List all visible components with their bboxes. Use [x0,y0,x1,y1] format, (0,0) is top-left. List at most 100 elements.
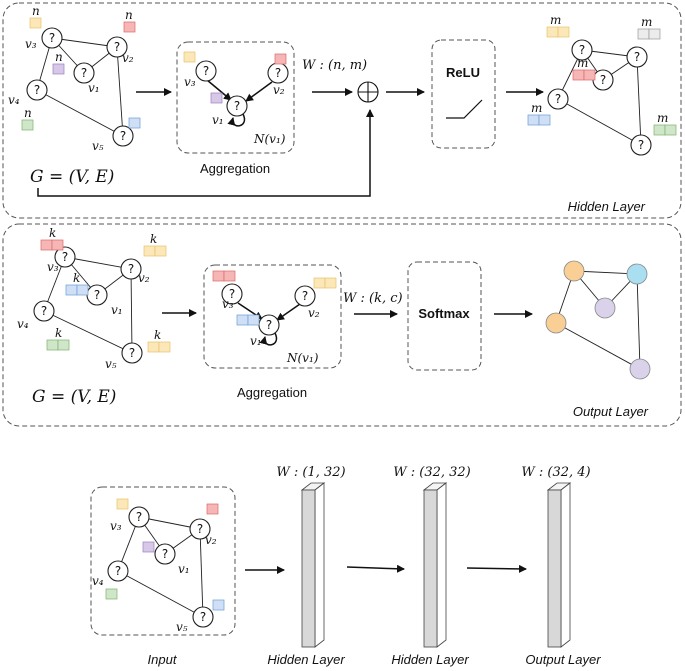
output-input-graph: ? ? ? ? ? v₃ v₂ v₁ v₄ v₅ k k k k k [17,226,171,371]
label-v1: v₁ [88,81,100,95]
layer-block-1 [300,482,326,648]
svg-text:?: ? [234,99,240,113]
svg-text:?: ? [275,66,281,80]
neighborhood-label: N(v₁) [286,351,319,365]
svg-text:v₅: v₅ [105,357,117,371]
aggregation-caption: Aggregation [237,385,307,400]
svg-text:?: ? [634,50,640,64]
svg-text:?: ? [120,129,126,143]
class-node-purple [594,297,616,319]
svg-text:m: m [531,101,542,115]
graph-caption: G = (V, E) [30,167,114,187]
svg-text:v₅: v₅ [176,620,188,634]
graph-node-v5: ? [112,125,134,147]
svg-text:?: ? [129,346,135,360]
graph-node-v3: ? [41,27,63,49]
skip-connection-arrow [37,109,374,197]
hidden-layer-title: Hidden Layer [568,199,646,214]
svg-text:v₁: v₁ [178,562,190,576]
aggregation-caption: Aggregation [200,161,270,176]
input-graph-box [90,486,236,636]
relu-box [431,39,496,149]
svg-text:v₃: v₃ [47,260,59,274]
svg-text:v₁: v₁ [111,303,123,317]
svg-text:?: ? [197,522,203,536]
svg-text:v₁: v₁ [212,113,224,127]
svg-text:m: m [550,13,561,27]
svg-text:v₃: v₃ [110,519,122,533]
hidden-output-graph: ? ? ? ? ? m m m m m [527,13,677,156]
input-label: Input [148,652,178,667]
svg-text:?: ? [600,73,606,87]
svg-text:v₄: v₄ [92,574,104,588]
svg-text:v₂: v₂ [273,83,285,97]
class-node-blue [626,263,648,285]
feature-box-green [21,119,34,131]
layer-weight-2: W : (32, 32) [393,465,471,480]
svg-text:?: ? [41,304,47,318]
svg-text:?: ? [638,138,644,152]
feature-box-yellow [29,17,42,29]
aggregation-box [176,41,295,154]
relu-curve [446,99,483,119]
hidden-input-graph: ? ? ? ? ? v₃ v₂ v₁ v₄ v₅ n n n n [8,4,141,153]
layer-weight-3: W : (32, 4) [521,465,590,480]
relu-label: ReLU [446,65,480,80]
aggregation-graph: ? ? ? v₃ v₂ v₁ N(v₁) [212,270,337,365]
output-layer-title: Output Layer [573,404,649,419]
svg-text:?: ? [555,92,561,106]
hidden-layer-panel [2,2,682,219]
svg-text:k: k [55,326,62,340]
weight-label: W : (n, m) [302,58,367,73]
svg-text:v₂: v₂ [308,306,320,320]
svg-text:v₄: v₄ [17,317,29,331]
svg-text:?: ? [49,31,55,45]
layer-label-3: Output Layer [525,652,601,667]
svg-text:m: m [657,111,668,125]
svg-text:?: ? [203,64,209,78]
svg-text:v₁: v₁ [250,334,262,348]
graph-caption: G = (V, E) [32,387,116,407]
svg-text:?: ? [229,287,235,301]
feature-box-purple [52,63,65,75]
svg-text:?: ? [162,547,168,561]
output-layer-panel [2,223,682,427]
label-v3: v₃ [25,37,37,51]
svg-text:k: k [49,226,56,240]
svg-text:v₃: v₃ [184,75,196,89]
svg-text:m: m [577,56,588,70]
svg-text:?: ? [81,66,87,80]
class-node-purple [629,358,651,380]
feature-dim-n: n [32,4,40,18]
svg-text:?: ? [200,610,206,624]
label-v4: v₄ [8,93,20,107]
graph-node-v4: ? [26,79,48,101]
neighborhood-label: N(v₁) [253,132,286,146]
class-node-orange [563,260,585,282]
feature-dim-n: n [55,50,63,64]
svg-text:?: ? [302,289,308,303]
svg-text:?: ? [94,288,100,302]
graph-node-v1: ? [73,62,95,84]
svg-text:?: ? [266,318,272,332]
svg-text:v₂: v₂ [205,533,217,547]
svg-text:?: ? [115,564,121,578]
feature-dim-n: n [125,8,133,22]
class-node-orange [545,312,567,334]
layer-label-2: Hidden Layer [391,652,469,667]
feature-box-blue [128,117,141,129]
svg-text:?: ? [62,250,68,264]
feature-box-red [123,21,136,33]
layer-weight-1: W : (1, 32) [276,465,345,480]
svg-text:k: k [154,328,161,342]
graph-node-v2: ? [106,36,128,58]
svg-text:k: k [150,232,157,246]
svg-text:v₂: v₂ [138,271,150,285]
svg-text:?: ? [579,43,585,57]
weight-label: W : (k, c) [343,291,403,306]
layer-block-2 [422,482,448,648]
svg-text:?: ? [34,83,40,97]
softmax-label: Softmax [418,306,470,321]
svg-text:v₃: v₃ [222,297,234,311]
